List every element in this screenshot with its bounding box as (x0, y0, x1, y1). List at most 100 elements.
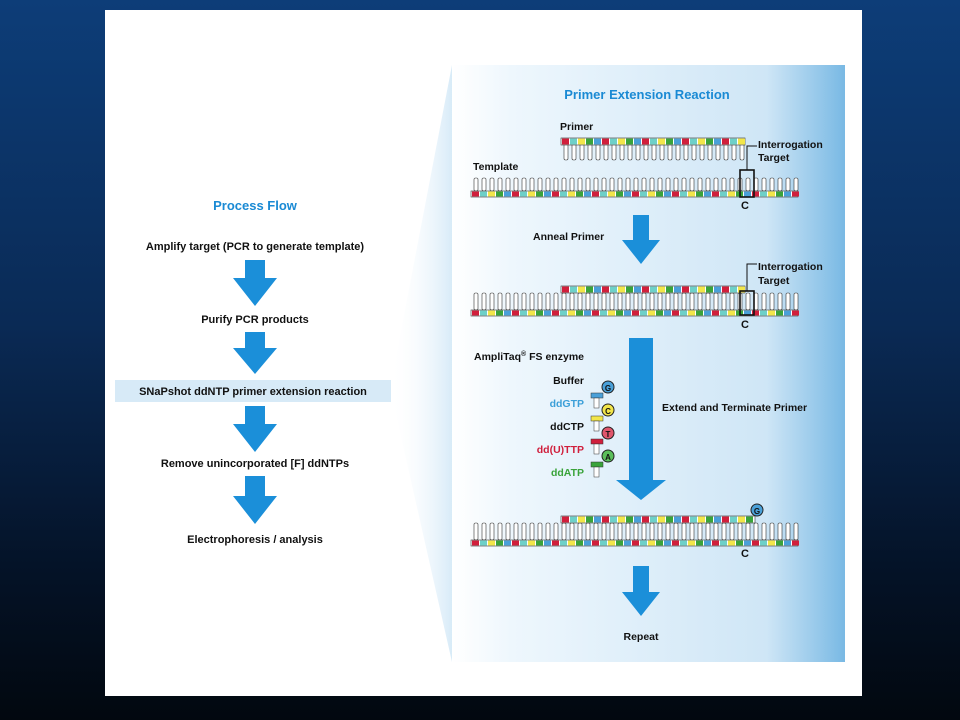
repeat-arrow (622, 566, 660, 616)
base-rung (497, 292, 503, 311)
backbone-segment (528, 540, 535, 546)
base-rung (707, 143, 713, 161)
backbone-segment (536, 540, 543, 546)
backbone-segment (602, 138, 609, 145)
backbone-segment (600, 191, 607, 197)
backbone-segment (504, 310, 511, 316)
base-rung (769, 292, 775, 311)
backbone-segment (570, 286, 577, 293)
base-rung (641, 177, 647, 192)
base-rung (497, 177, 503, 192)
base-rung (729, 177, 735, 192)
base-rung (683, 143, 689, 161)
base-rung (689, 292, 695, 311)
backbone-segment (672, 540, 679, 546)
backbone-segment (584, 310, 591, 316)
backbone-segment (722, 286, 729, 293)
base-rung (545, 522, 551, 541)
flow-step-snapshot: SNaPshot ddNTP primer extension reaction (139, 386, 367, 398)
interrogation-label-1b: Target (758, 152, 790, 164)
backbone-segment (634, 286, 641, 293)
base-rung (665, 177, 671, 192)
backbone-segment (760, 191, 767, 197)
backbone-segment (714, 286, 721, 293)
base-rung (577, 292, 583, 311)
base-rung (481, 292, 487, 311)
base-rung (715, 143, 721, 161)
base-rung (691, 143, 697, 161)
base-rung (657, 292, 663, 311)
backbone-segment (690, 516, 697, 523)
base-rung (665, 292, 671, 311)
backbone-segment (576, 310, 583, 316)
backbone-segment (496, 310, 503, 316)
base-rung (785, 177, 791, 192)
backbone-segment (704, 191, 711, 197)
backbone-segment (792, 310, 799, 316)
backbone-segment (650, 516, 657, 523)
base-rung (689, 522, 695, 541)
backbone-segment (776, 540, 783, 546)
backbone-segment (632, 310, 639, 316)
base-rung (481, 177, 487, 192)
base-rung (489, 292, 495, 311)
base-rung (675, 143, 681, 161)
backbone-segment (784, 191, 791, 197)
backbone-segment (648, 540, 655, 546)
backbone-segment (720, 191, 727, 197)
backbone-segment (528, 310, 535, 316)
backbone-segment (640, 310, 647, 316)
backbone-segment (472, 540, 479, 546)
ddctp-icon: C (590, 403, 615, 432)
base-rung (577, 177, 583, 192)
backbone-segment (720, 310, 727, 316)
backbone-segment (512, 191, 519, 197)
backbone-segment (560, 191, 567, 197)
backbone-segment (792, 191, 799, 197)
backbone-segment (642, 286, 649, 293)
extend-arrow (616, 338, 666, 500)
base-rung (651, 143, 657, 161)
interrogation-bracket-2 (746, 263, 757, 291)
backbone-segment (768, 191, 775, 197)
backbone-segment (752, 540, 759, 546)
flow-step-electrophoresis: Electrophoresis / analysis (187, 534, 323, 546)
base-rung (521, 177, 527, 192)
base-rung (737, 522, 743, 541)
base-rung (713, 177, 719, 192)
base-rung (673, 177, 679, 192)
base-rung (745, 177, 751, 192)
backbone-segment (666, 286, 673, 293)
base-rung (585, 522, 591, 541)
backbone-segment (610, 286, 617, 293)
backbone-segment (618, 138, 625, 145)
base-rung (481, 522, 487, 541)
base-rung (473, 522, 479, 541)
slide: Process Flow Amplify target (PCR to gene… (105, 10, 862, 696)
base-rung (769, 522, 775, 541)
backbone-segment (712, 540, 719, 546)
base-rung (593, 522, 599, 541)
base-rung (625, 522, 631, 541)
backbone-segment (690, 138, 697, 145)
repeat-label: Repeat (623, 631, 659, 643)
base-rung (729, 522, 735, 541)
base-rung (641, 292, 647, 311)
base-rung (609, 522, 615, 541)
backbone-segment (664, 310, 671, 316)
base-rung (641, 522, 647, 541)
base-rung (595, 143, 601, 161)
backbone-segment (472, 191, 479, 197)
base-rung (667, 143, 673, 161)
base-rung (537, 292, 543, 311)
backbone-segment (674, 286, 681, 293)
backbone-segment (730, 516, 737, 523)
backbone-segment (776, 191, 783, 197)
backbone-segment (616, 540, 623, 546)
base-rung (649, 292, 655, 311)
extend-label: Extend and Terminate Primer (662, 402, 807, 414)
buffer-label: Buffer (553, 375, 584, 387)
backbone-segment (738, 138, 745, 145)
backbone-segment (722, 138, 729, 145)
backbone-segment (626, 138, 633, 145)
